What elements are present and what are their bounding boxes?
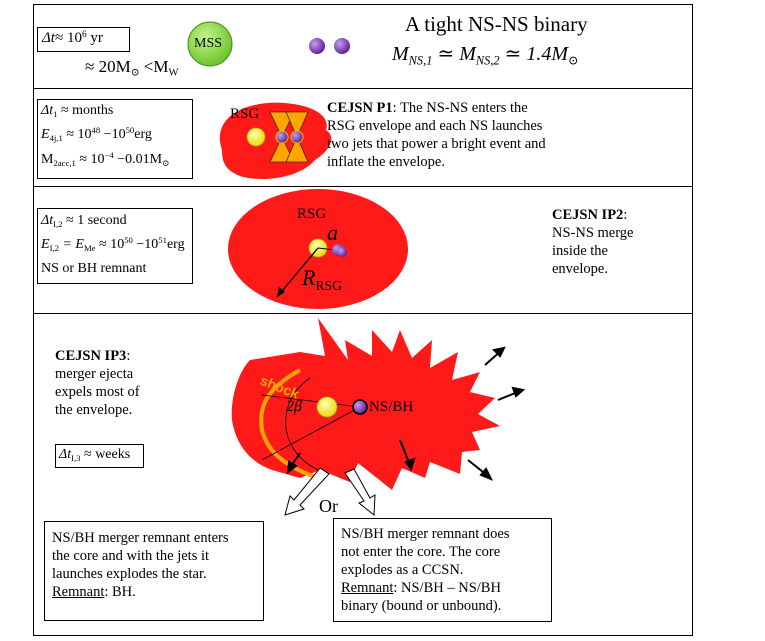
- jet-2: [269, 136, 295, 163]
- rsg-label-ip2: RSG: [297, 206, 327, 222]
- outcome-right-box: [333, 518, 552, 622]
- ns-p1-b: [290, 130, 304, 144]
- panel-ip2: [33, 186, 693, 313]
- radius-arrowhead: [277, 287, 285, 297]
- nsbh-remnant: [352, 399, 368, 415]
- or-label: Or: [319, 496, 338, 516]
- p1-title: CEJSN P1: [327, 100, 393, 116]
- energy-p1: E4j,1 ≈ 1048 −1050erg: [41, 125, 152, 144]
- dt-ip2: ΔtI,2 ≈ 1 second: [41, 213, 127, 230]
- jet-4: [285, 136, 309, 163]
- inner-shock-line: [285, 377, 319, 471]
- jet-1: [269, 111, 295, 138]
- ns2-sphere: [334, 38, 350, 54]
- separation-a-label: a: [327, 220, 338, 245]
- radius-arrow: [276, 247, 319, 298]
- cone-line-2: [261, 406, 361, 461]
- or-arrow-left: [284, 467, 330, 516]
- or-arrow-right: [344, 468, 376, 517]
- binary-title: A tight NS-NS binary: [405, 12, 588, 36]
- remnant-ip2: NS or BH remnant: [41, 261, 147, 276]
- dt-ip3: ΔtI,3 ≈ weeks: [59, 447, 131, 464]
- timescale-box-ip3: [55, 444, 144, 468]
- ip2-description: CEJSN IP2: NS-NS merge inside the envelo…: [552, 207, 634, 277]
- outcome-right-text: NS/BH merger remnant does not enter the …: [341, 526, 510, 614]
- p1-description: CEJSN P1: The NS-NS enters the RSG envel…: [327, 100, 546, 170]
- mass-relation: ≈ 20M⊙ <MW: [85, 57, 179, 79]
- energy-ip2: EI,2 = EMe ≈ 1050 −1051erg: [41, 235, 185, 254]
- nsbh-label: NS/BH: [369, 399, 414, 415]
- rsg-label-p1: RSG: [230, 106, 260, 122]
- panel-p1: [33, 88, 693, 186]
- core-ip3: [316, 396, 338, 418]
- cone-line-1: [261, 394, 361, 408]
- outcome-left-text: NS/BH merger remnant enters the core and…: [52, 530, 229, 600]
- beta-label: 2β: [286, 398, 302, 415]
- rsg-core-p1: [246, 127, 266, 147]
- mss-label: MSS: [194, 36, 223, 51]
- dt-p1: Δt1 ≈ months: [41, 103, 114, 120]
- accreted-mass-p1: M2acc,1 ≈ 10−4 −0.01M⊙: [41, 150, 170, 169]
- params-box-p1: [37, 99, 193, 179]
- panel-ip3: [33, 313, 693, 636]
- ns-mass-relation: MNS,1 ≃ MNS,2 ≃ 1.4M⊙: [392, 43, 579, 68]
- outflow-arrows: [286, 346, 526, 481]
- merging-ns-b: [337, 247, 347, 257]
- dt-initial: Δt≈ 106 yr: [42, 29, 103, 46]
- ip3-description: CEJSN IP3: merger ejecta expels most of …: [55, 348, 140, 418]
- jet-3: [285, 111, 309, 138]
- radius-label: RRSG: [302, 265, 342, 293]
- params-box-ip2: [37, 208, 193, 284]
- panel-initial: [33, 4, 693, 88]
- timescale-box-initial: [37, 27, 130, 52]
- ip2-title: CEJSN IP2: [552, 207, 624, 223]
- ip3-title: CEJSN IP3: [55, 348, 127, 364]
- ns-p1-a: [275, 130, 289, 144]
- outcome-left-box: [44, 521, 264, 621]
- mss-star: [187, 21, 233, 67]
- ns1-sphere: [309, 38, 325, 54]
